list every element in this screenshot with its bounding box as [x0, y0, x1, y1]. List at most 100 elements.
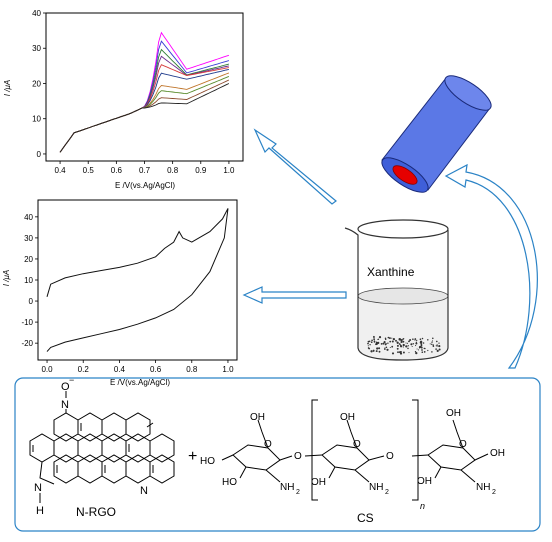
- arrow-to-electrode: [444, 163, 538, 369]
- bottom-y-tick-label: -20: [21, 339, 33, 348]
- precipitate-dot: [384, 347, 386, 349]
- top-y-tick-label: 0: [37, 150, 42, 159]
- beaker: Xanthine: [344, 219, 449, 361]
- cs-ho-4: OH: [417, 476, 432, 487]
- precipitate-dot: [378, 350, 381, 353]
- nrgo-n-pyridine: N: [140, 485, 148, 497]
- precipitate-dot: [418, 345, 422, 349]
- bottom-y-tick-label: 10: [24, 276, 33, 285]
- precipitate-dot: [373, 341, 375, 343]
- precipitate-dot: [391, 345, 394, 348]
- precipitate-dot: [423, 347, 425, 350]
- top-x-tick-label: 0.7: [139, 166, 151, 175]
- top-x-tick-label: 0.9: [195, 166, 207, 175]
- precipitate-dot: [407, 347, 409, 350]
- nrgo-charge: −: [69, 375, 74, 385]
- precipitate-dot: [438, 342, 440, 344]
- precipitate-dot: [432, 337, 434, 340]
- nrgo-structure: [29, 391, 175, 485]
- precipitate-dot: [407, 345, 409, 347]
- cs-oh-1: OH: [250, 412, 265, 423]
- precipitate-dot: [400, 351, 402, 353]
- precipitate-dot: [373, 336, 375, 339]
- electrode-tip: [392, 165, 418, 185]
- precipitate-dot: [435, 340, 438, 343]
- precipitate-dot: [400, 339, 403, 342]
- precipitate-dot: [411, 343, 413, 345]
- precipitate-dot: [420, 345, 423, 347]
- precipitate-dot: [398, 351, 402, 354]
- bottom-x-tick-label: 0.2: [78, 365, 90, 374]
- precipitate-dot: [406, 342, 409, 344]
- precipitate-dot: [375, 341, 377, 343]
- precipitate-dot: [421, 337, 424, 340]
- precipitate-dot: [380, 343, 383, 345]
- cs-oh-2: OH: [340, 412, 355, 423]
- precipitate-dot: [431, 340, 434, 342]
- cs-ho-1: HO: [200, 456, 215, 467]
- top-series-line-8: [59, 75, 230, 153]
- precipitate-dot: [421, 351, 424, 354]
- arrow-to-bottom-chart: [242, 286, 347, 304]
- precipitate-dot: [383, 343, 385, 345]
- precipitate-dot: [416, 339, 418, 342]
- cs-atoms: OH HO HO NH 2 O O OH OH NH 2 O n O OH OH…: [200, 408, 505, 525]
- cs-o-ring-2: O: [353, 439, 361, 450]
- precipitate-dot: [420, 341, 423, 345]
- top-x-tick-label: 0.6: [111, 166, 123, 175]
- precipitate-dot: [438, 348, 441, 351]
- cs-nh2-3: NH: [476, 482, 490, 493]
- precipitate-dot: [427, 349, 429, 352]
- nrgo-h: H: [36, 505, 44, 517]
- precipitate-dot: [373, 340, 376, 343]
- precipitate-dot: [387, 342, 389, 344]
- beaker-liquid: [358, 296, 448, 360]
- precipitate-dot: [414, 339, 416, 341]
- precipitate-dot: [402, 351, 405, 354]
- top-series-line-1: [59, 31, 230, 153]
- cs-ho-2: HO: [222, 477, 237, 488]
- top-series-line-6: [59, 68, 229, 153]
- precipitate-dot: [389, 346, 391, 349]
- precipitate-dot: [412, 343, 415, 345]
- precipitate-dot: [432, 345, 435, 347]
- precipitate-dot: [385, 346, 388, 349]
- precipitate-dot: [386, 348, 389, 351]
- precipitate-dot: [377, 341, 380, 345]
- materials-panel: [14, 377, 541, 532]
- precipitate-dot: [395, 339, 397, 342]
- precipitate-dot: [429, 343, 431, 345]
- precipitate-dot: [420, 346, 423, 349]
- precipitate-dot: [387, 336, 390, 339]
- nrgo-n-bottom: N: [34, 482, 42, 494]
- bottom-x-tick-label: 0.0: [41, 365, 53, 374]
- plus-sign: +: [188, 448, 197, 465]
- nrgo-label: N-RGO: [76, 505, 116, 519]
- electrode-top: [444, 75, 492, 111]
- precipitate-dot: [367, 345, 369, 347]
- arrow-to-top-chart: [253, 128, 337, 205]
- precipitate-dot: [384, 348, 386, 350]
- top-series-line-3: [59, 48, 230, 153]
- beaker-liquid-surface: [357, 287, 449, 305]
- precipitate-dot: [408, 352, 410, 354]
- bottom-x-tick-label: 0.6: [150, 365, 162, 374]
- precipitate-dot: [391, 340, 394, 343]
- nrgo-o-minus: O: [61, 381, 70, 393]
- precipitate-dot: [378, 347, 381, 350]
- precipitate-dot: [371, 339, 373, 342]
- precipitate-dot: [383, 341, 386, 344]
- precipitate-dot: [408, 340, 410, 343]
- top-x-tick-label: 0.5: [83, 166, 95, 175]
- precipitate-dot: [385, 343, 387, 345]
- precipitate-dot: [370, 341, 373, 344]
- bottom-series-line-1: [46, 208, 229, 352]
- cs-o-link-1: O: [294, 451, 302, 462]
- precipitate-dot: [431, 351, 433, 353]
- top-x-tick-label: 0.8: [167, 166, 179, 175]
- precipitate-dot: [405, 342, 407, 344]
- precipitate-dot: [436, 343, 438, 345]
- cs-nh2-2: NH: [369, 482, 383, 493]
